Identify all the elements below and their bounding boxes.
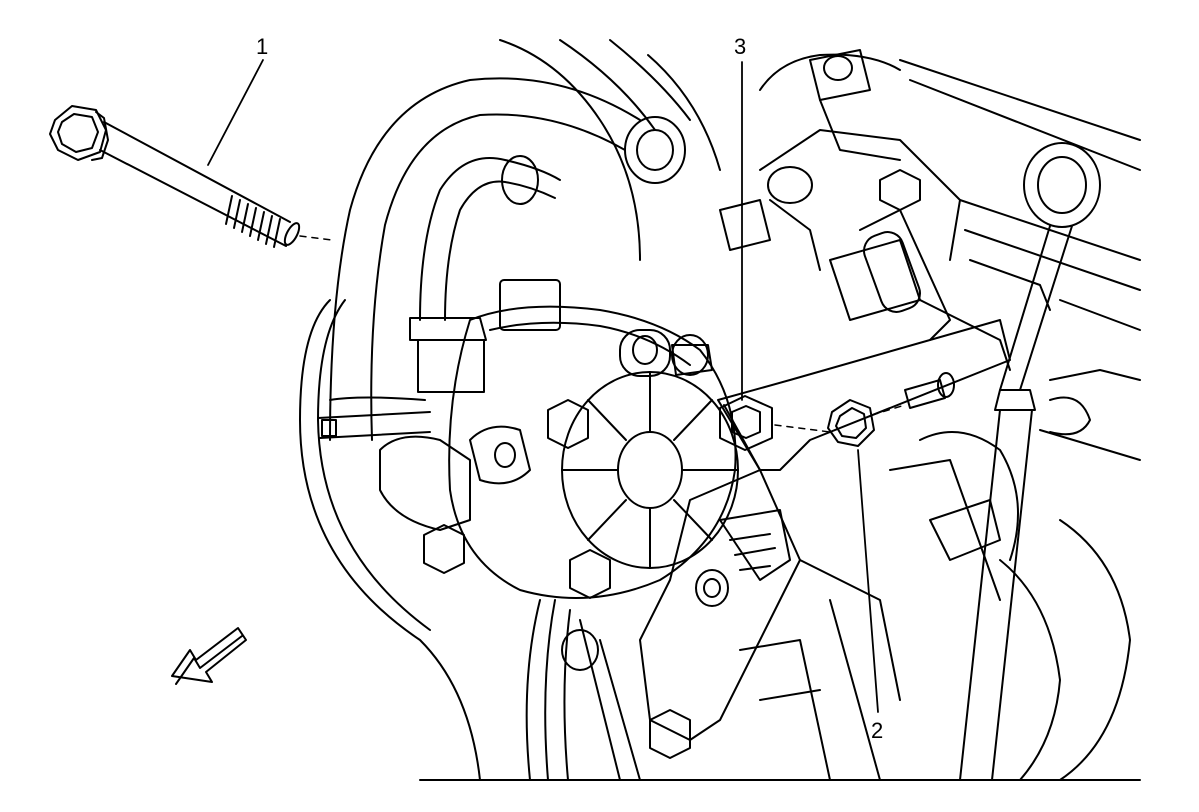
dipstick [960,143,1100,780]
leader-line-2 [858,450,878,712]
return-tube [410,156,560,392]
power-steering-pump [380,280,738,598]
pressure-hose [318,78,685,440]
callout-label-1: 1 [256,34,269,59]
engine-components-upper [720,50,1140,780]
callout-label-3: 3 [734,34,747,59]
leader-lines [208,60,878,712]
callout-label-2: 2 [871,718,884,743]
front-direction-arrow-icon [172,628,246,684]
leader-line-1 [208,60,263,165]
pump-bracket [640,320,1010,758]
engine-housing [300,40,1140,780]
belts-and-pulleys [527,560,900,780]
bracket-stud [905,373,954,408]
pump-mounting-bolt [50,106,332,247]
mounting-nut [828,400,905,446]
